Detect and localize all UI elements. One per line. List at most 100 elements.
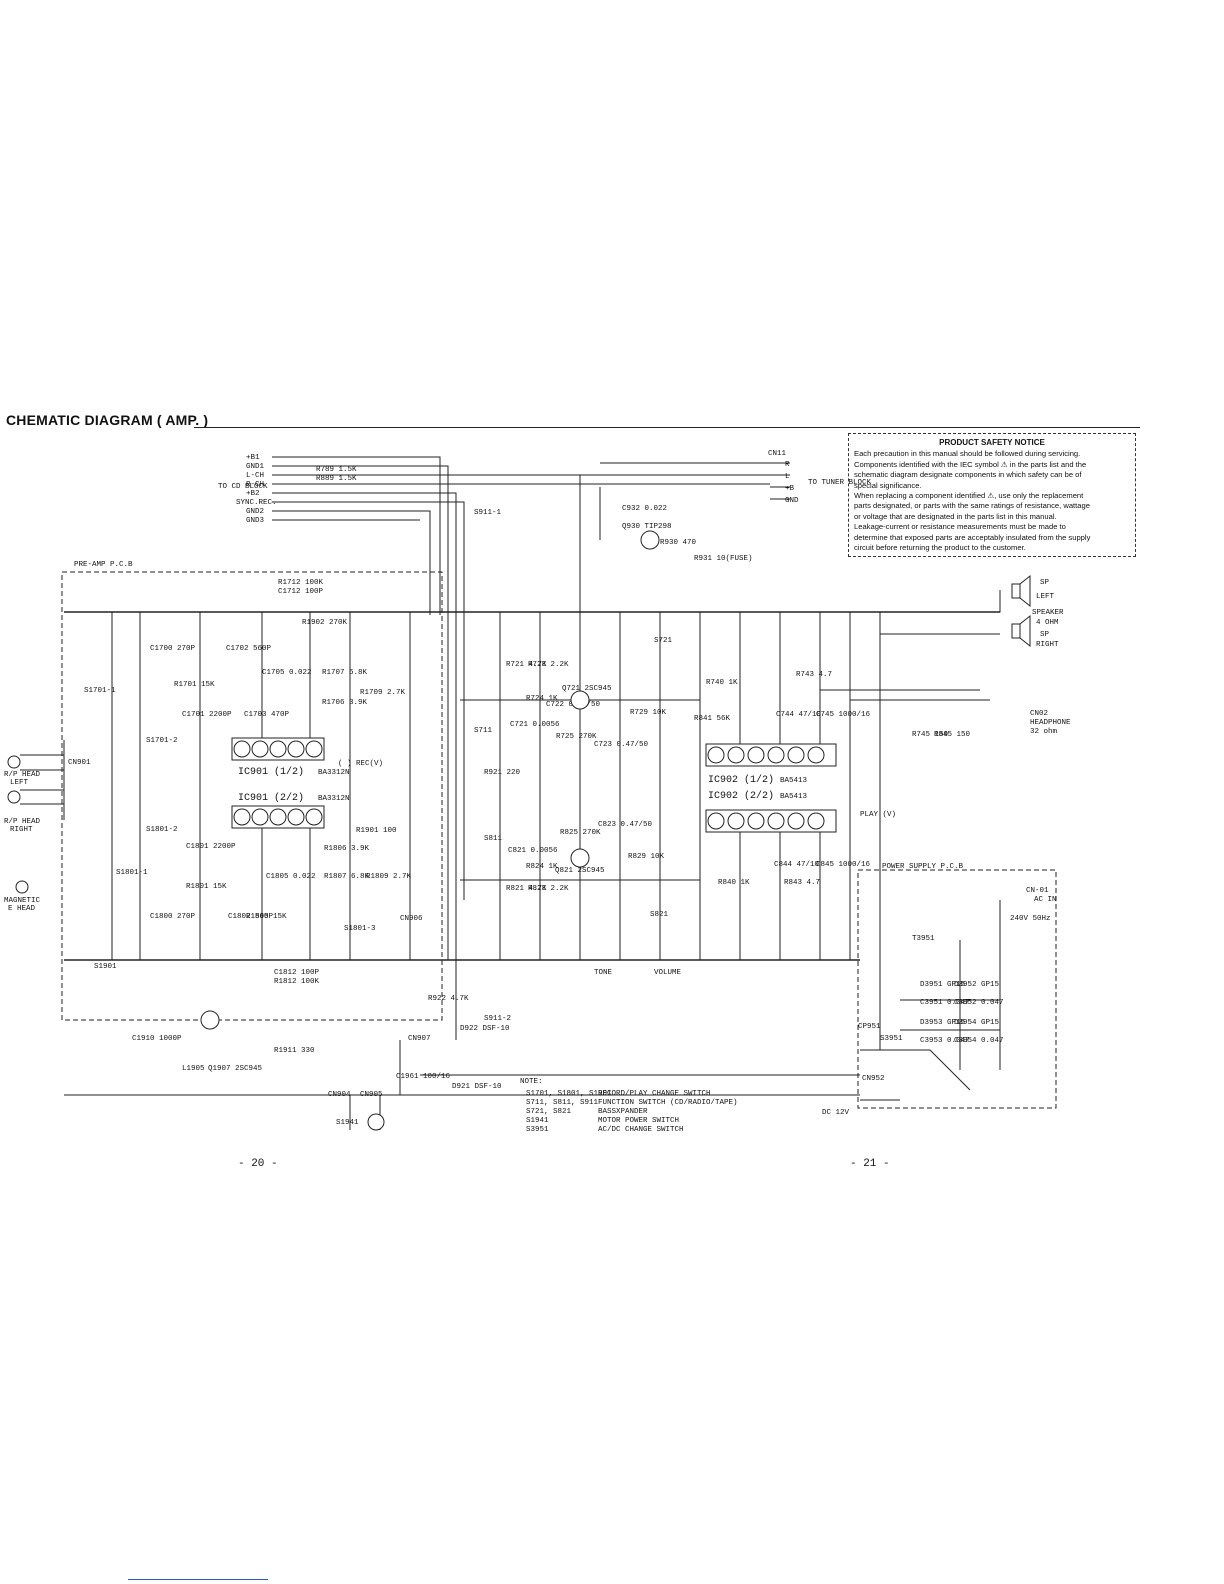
notice-line: circuit before returning the product to … xyxy=(854,543,1026,553)
comp-label: R1806 3.9K xyxy=(324,845,370,853)
notice-line: When replacing a component identified ⚠,… xyxy=(854,491,1084,501)
comp-label: C1702 560P xyxy=(226,645,272,653)
bottom-link-underline xyxy=(128,1579,268,1580)
comp-label: C1705 0.022 xyxy=(262,669,312,677)
comp-label: S811 xyxy=(484,835,503,843)
comp-label: R824 1K xyxy=(526,863,558,871)
ic901-bot-part: BA3312N xyxy=(318,795,350,803)
play-voltage-label: PLAY (V) xyxy=(860,811,896,819)
comp-label: S821 xyxy=(650,911,669,919)
notice-line: Leakage-current or resistance measuremen… xyxy=(854,522,1066,532)
r789-label: R789 1.5K xyxy=(316,466,357,474)
comp-label: C1802 560P xyxy=(228,913,274,921)
comp-label: R1805 15K xyxy=(246,913,287,921)
notice-line: determine that exposed parts are accepta… xyxy=(854,532,1091,542)
speaker-label-left: LEFT xyxy=(1036,593,1055,601)
comp-label: R825 270K xyxy=(560,829,601,837)
pre-amp-pcb-label: PRE-AMP P.C.B xyxy=(74,561,133,569)
pin-sync: SYNC.REC. xyxy=(236,499,277,507)
dc12v-label: DC 12V xyxy=(822,1109,850,1117)
comp-label: R740 1K xyxy=(706,679,738,687)
cn01-label: CN-01 xyxy=(1026,887,1049,895)
comp-label: CN906 xyxy=(400,915,423,923)
comp-label: D921 DSF-10 xyxy=(452,1083,502,1091)
head-left-label-1: R/P HEAD xyxy=(4,771,41,779)
speaker-label-speaker: SPEAKER xyxy=(1032,609,1064,617)
comp-label: CN907 xyxy=(408,1035,431,1043)
erase-head-label-2: E HEAD xyxy=(8,905,36,913)
notice-line: or voltage that are designated in the pa… xyxy=(854,511,1057,521)
notice-line: Components identified with the IEC symbo… xyxy=(854,459,1087,469)
comp-label: S911-1 xyxy=(474,509,502,517)
comp-label: R1807 6.8K xyxy=(324,873,370,881)
comp-label: T3951 xyxy=(912,935,935,943)
q821-label: Q821 2SC945 xyxy=(555,867,605,875)
speaker-label-ohm: 4 OHM xyxy=(1036,619,1059,627)
comp-label: R1706 3.9K xyxy=(322,699,368,707)
comp-label: C1812 100P xyxy=(274,969,320,977)
comp-label: R743 4.7 xyxy=(796,671,832,679)
comp-label: R823 2.2K xyxy=(528,885,569,893)
comp-label: R1709 2.7K xyxy=(360,689,406,697)
comp-label: C1800 270P xyxy=(150,913,196,921)
ic902-top-part: BA5413 xyxy=(780,777,808,785)
comp-label: R843 4.7 xyxy=(784,879,820,887)
ic902-bot-label: IC902 (2/2) xyxy=(708,790,774,802)
comp-label: C1701 2200P xyxy=(182,711,232,719)
comp-label: C1703 470P xyxy=(244,711,290,719)
comp-label: C1910 1000P xyxy=(132,1035,182,1043)
notice-line: schematic diagram designate components i… xyxy=(854,470,1082,480)
q1907-label: Q1907 2SC945 xyxy=(208,1065,263,1073)
notes-title: NOTE: xyxy=(520,1078,543,1086)
mains-label: 240V 50Hz xyxy=(1010,915,1051,923)
comp-label: CN905 xyxy=(360,1091,383,1099)
comp-label: R840 1K xyxy=(718,879,750,887)
comp-label: D922 DSF-10 xyxy=(460,1025,510,1033)
comp-label: S1801-3 xyxy=(344,925,376,933)
ic901-bot-label: IC901 (2/2) xyxy=(238,792,304,804)
cd-block-label: TO CD BLOCK xyxy=(218,483,268,491)
comp-label: R729 10K xyxy=(630,709,667,717)
note-switch: S721, S821 xyxy=(526,1108,572,1116)
notice-line: parts designated, or parts with the same… xyxy=(854,501,1090,511)
comp-label: R723 2.2K xyxy=(528,661,569,669)
comp-label: C3954 0.047 xyxy=(954,1037,1004,1045)
comp-label: C1700 270P xyxy=(150,645,196,653)
safety-notice: PRODUCT SAFETY NOTICE Each precaution in… xyxy=(848,433,1136,557)
erase-head-label-1: MAGNETIC xyxy=(4,897,41,905)
tuner-pin-gnd: GND xyxy=(785,497,799,505)
page-number-right: - 21 - xyxy=(850,1158,890,1170)
power-supply-pcb-label: POWER SUPPLY P.C.B xyxy=(882,863,964,871)
ic902-top-label: IC902 (1/2) xyxy=(708,774,774,786)
comp-label: R725 270K xyxy=(556,733,597,741)
head-right-label-2: RIGHT xyxy=(10,826,33,834)
comp-label: S1701-1 xyxy=(84,687,116,695)
comp-label: R1911 330 xyxy=(274,1047,315,1055)
comp-label: R922 4.7K xyxy=(428,995,469,1003)
comp-label: R930 470 xyxy=(660,539,697,547)
pin-rch: R-CH xyxy=(246,481,264,489)
comp-label: C723 0.47/50 xyxy=(594,741,649,749)
tone-label: TONE xyxy=(594,969,613,977)
volume-label: VOLUME xyxy=(654,969,682,977)
speaker-label-sp2: SP xyxy=(1040,631,1050,639)
comp-label: CN952 xyxy=(862,1075,885,1083)
comp-label: S721 xyxy=(654,637,673,645)
note-desc: RECORD/PLAY CHANGE SWITCH xyxy=(598,1090,711,1098)
comp-label: R724 1K xyxy=(526,695,558,703)
comp-label: R1712 100K xyxy=(278,579,324,587)
comp-label: R841 56K xyxy=(694,715,731,723)
head-right-label-1: R/P HEAD xyxy=(4,818,41,826)
q721-label: Q721 2SC945 xyxy=(562,685,612,693)
pin-b2: +B2 xyxy=(246,490,260,498)
notice-line: Each precaution in this manual should be… xyxy=(854,449,1081,459)
comp-label: S1801-2 xyxy=(146,826,178,834)
notice-line: special significance. xyxy=(854,480,922,490)
note-desc: BASSXPANDER xyxy=(598,1108,648,1116)
comp-label: C1801 2200P xyxy=(186,843,236,851)
ic902-bot-part: BA5413 xyxy=(780,793,808,801)
comp-label: D3953 GP15 xyxy=(920,1019,966,1027)
pin-gnd2: GND2 xyxy=(246,508,264,516)
page-title: CHEMATIC DIAGRAM ( AMP. ) xyxy=(6,412,209,428)
comp-label: R829 10K xyxy=(628,853,665,861)
